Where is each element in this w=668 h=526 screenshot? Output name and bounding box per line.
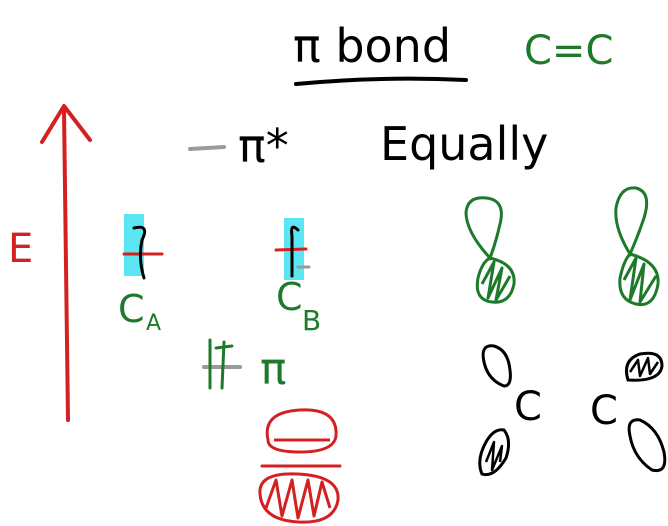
- p-orbital-left-top-lobe: [464, 196, 503, 261]
- sp2-left-upper-lobe: [481, 344, 512, 388]
- pi-orbital-drawing: [258, 408, 342, 524]
- pi-orbital-bottom-shade: [264, 478, 332, 520]
- atom-a-label: C: [118, 287, 145, 331]
- sp2-right-upper-lobe: [625, 351, 664, 382]
- p-orbital-right-shade: [622, 256, 658, 304]
- pi-star-label: π*: [238, 119, 289, 173]
- p-orbital-left-bottom-lobe: [475, 256, 516, 304]
- pi-orbital-top-lobe: [265, 408, 338, 454]
- title-underline: [294, 76, 468, 86]
- atom-b-electron: [290, 225, 300, 278]
- pi-star-level: π*: [188, 119, 289, 173]
- formula-text: C=C: [524, 28, 613, 74]
- p-orbital-left-shade: [480, 260, 512, 302]
- atom-b-label: C: [276, 275, 303, 319]
- pi-level: π: [202, 338, 287, 395]
- carbon-right-label: C: [590, 388, 618, 434]
- p-orbital-right-bottom-lobe: [618, 252, 660, 307]
- energy-arrow-shaft: [62, 108, 70, 422]
- energy-arrow-head: [40, 104, 92, 144]
- title-text: π bond: [293, 19, 451, 73]
- note-equally: Equally: [380, 117, 548, 171]
- atom-b-subscript: B: [302, 304, 321, 337]
- title-group: π bond: [293, 19, 468, 86]
- atom-a-electron: [132, 225, 147, 280]
- sp2-right-lower-lobe: [627, 418, 667, 473]
- sp2-left-lower-lobe: [478, 428, 511, 477]
- atom-b-orbital: C B: [274, 218, 321, 337]
- p-orbital-right: [614, 186, 660, 307]
- pi-orbital-bottom-lobe: [258, 472, 340, 524]
- atom-a-orbital: C A: [118, 214, 164, 336]
- carbon-left-label: C: [514, 384, 542, 430]
- sp2-left-lower-shade: [484, 440, 504, 472]
- sp2-right-upper-shade: [628, 356, 660, 378]
- pi-electron-down: [214, 340, 234, 390]
- atom-a-subscript: A: [146, 311, 161, 336]
- energy-axis: E: [8, 104, 92, 422]
- sp2-carbon-left: C: [478, 344, 542, 477]
- p-orbital-left: [464, 196, 516, 304]
- p-orbital-right-top-lobe: [614, 186, 649, 258]
- energy-label: E: [8, 226, 33, 272]
- pi-label: π: [260, 344, 287, 395]
- sp2-carbon-right: C: [590, 351, 667, 473]
- atom-a-highlight: [124, 214, 144, 276]
- pi-star-level-line: [188, 145, 226, 151]
